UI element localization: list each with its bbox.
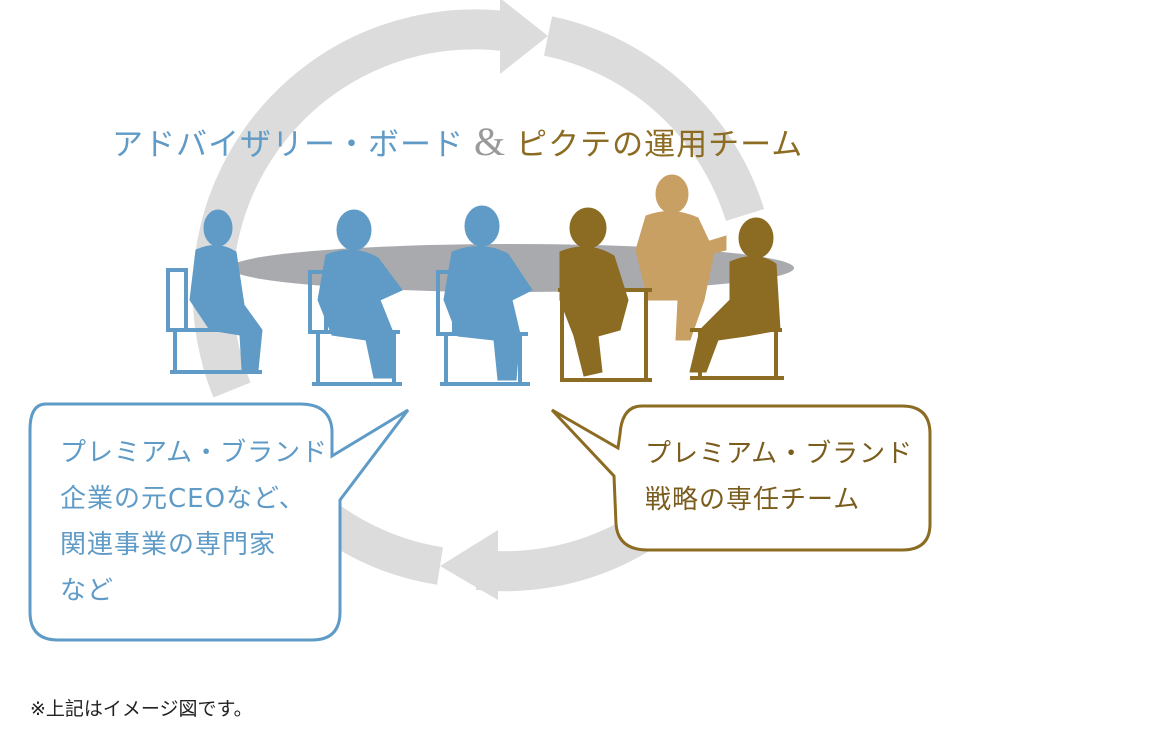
person-silhouette [166, 209, 263, 374]
left-speech-bubble [28, 402, 410, 642]
arrowhead-top [500, 0, 548, 74]
left-bubble-line: 企業の元CEOなど、 [60, 484, 306, 514]
diagram-title: アドバイザリー・ボード&ピクテの運用チーム [112, 118, 803, 165]
person-silhouette [558, 207, 652, 382]
right-bubble-text: プレミアム・ブランド 戦略の専任チーム [645, 431, 913, 523]
team-people [558, 174, 784, 382]
advisory-board-label: アドバイザリー・ボード [112, 127, 464, 163]
cycle-arc-lower-left [316, 504, 444, 585]
cycle-arc-upper-right [543, 16, 765, 222]
person-silhouette [308, 209, 403, 386]
right-bubble-line: 戦略の専任チーム [645, 485, 861, 515]
advisory-board-people [166, 205, 533, 386]
left-bubble-line: 関連事業の専門家 [60, 530, 277, 560]
right-speech-bubble [550, 404, 932, 552]
arrowhead-bottom [440, 530, 498, 600]
person-silhouette [635, 174, 727, 341]
ampersand: & [474, 119, 507, 164]
left-bubble-line: など [60, 576, 115, 606]
right-bubble-line: プレミアム・ブランド [645, 439, 914, 469]
person-silhouette [689, 217, 784, 380]
image-note: ※上記はイメージ図です。 [30, 698, 253, 720]
person-silhouette [436, 205, 533, 386]
left-bubble-text: プレミアム・ブランド 企業の元CEOなど、 関連事業の専門家 など [60, 430, 328, 614]
pictet-team-label: ピクテの運用チーム [516, 127, 804, 163]
left-bubble-line: プレミアム・ブランド [60, 438, 329, 468]
